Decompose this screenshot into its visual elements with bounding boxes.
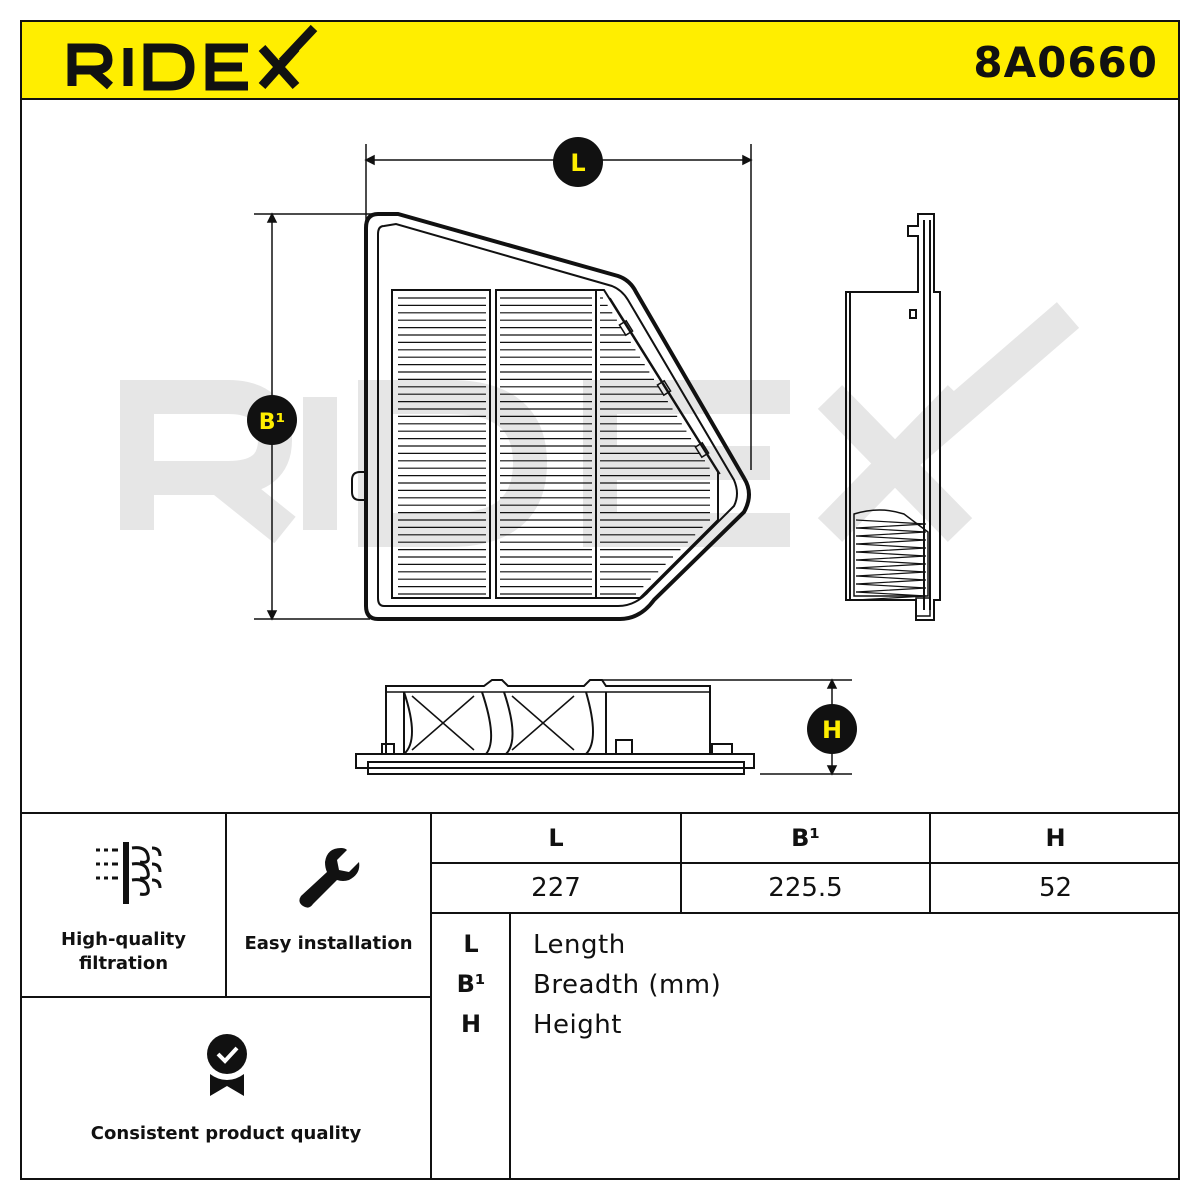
grid-line [431,862,1180,864]
filter-front-view [355,679,755,775]
filter-top-view [351,212,751,621]
grid-line [20,996,431,998]
dim-value-length: 227 [531,873,581,903]
feature-installation: Easy installation [227,814,430,996]
dim-value-breadth: 225.5 [768,873,843,903]
technical-drawing: L B¹ [22,100,1178,812]
legend-key-height: H [460,1010,482,1038]
feature-filtration-label: High-quality filtration [22,928,225,976]
dim-header-breadth: B¹ [791,824,820,852]
filtration-icon [96,842,162,904]
header-bar: 8A0660 [20,20,1180,100]
dim-header-height: H [1045,824,1066,852]
grid-line [509,912,511,1180]
grid-line [929,812,931,912]
grid-line [430,812,432,1180]
part-number: 8A0660 [973,38,1158,87]
legend-key-length: L [463,930,479,958]
badge-height: H [807,704,857,754]
grid-line [431,912,1180,914]
quality-badge-icon [207,1034,247,1096]
legend-desc-breadth: Breadth (mm) [533,970,722,1000]
feature-filtration-label-line2: filtration [78,953,169,974]
feature-filtration-label-line1: High-quality [61,929,186,950]
legend-key-breadth: B¹ [456,970,486,998]
feature-installation-label: Easy installation [244,933,413,954]
dim-value-height: 52 [1038,873,1073,903]
wrench-icon [299,848,360,908]
grid-line [20,812,1180,814]
svg-text:B¹: B¹ [259,410,285,435]
svg-text:H: H [822,716,842,744]
svg-text:L: L [570,149,585,177]
badge-breadth: B¹ [247,395,297,445]
ridex-logo [44,24,324,102]
feature-filtration: High-quality filtration [22,814,225,996]
badge-length: L [553,137,603,187]
length-dimension [364,144,753,470]
legend-desc-length: Length [533,930,626,960]
dim-header-length: L [548,824,564,852]
legend-desc-height: Height [533,1010,622,1040]
feature-quality-label: Consistent product quality [90,1123,362,1144]
grid-line [680,812,682,912]
feature-quality: Consistent product quality [22,998,430,1178]
grid-line [225,812,227,996]
filter-side-view [845,213,941,621]
